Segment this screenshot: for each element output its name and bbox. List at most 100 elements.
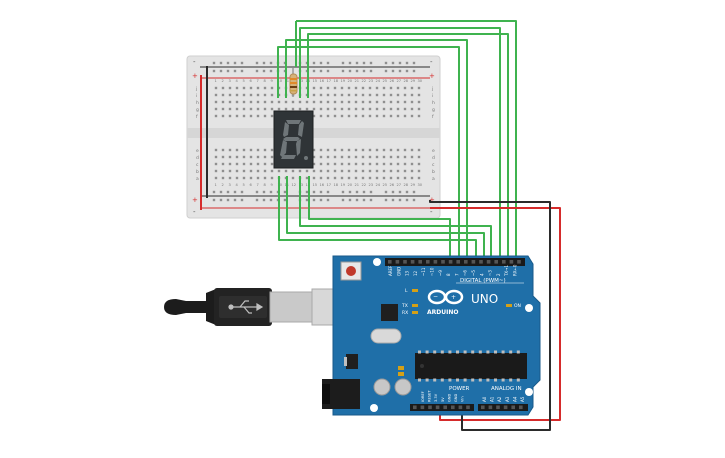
breadboard-hole[interactable] <box>361 169 365 173</box>
breadboard-hole[interactable] <box>340 162 344 166</box>
breadboard-hole[interactable] <box>368 155 372 159</box>
rail-hole[interactable] <box>355 61 359 65</box>
breadboard-hole[interactable] <box>382 93 386 97</box>
rail-hole[interactable] <box>262 69 266 73</box>
breadboard-hole[interactable] <box>326 155 330 159</box>
breadboard-hole[interactable] <box>417 155 421 159</box>
breadboard-hole[interactable] <box>382 155 386 159</box>
header-pin[interactable] <box>494 260 498 264</box>
breadboard-hole[interactable] <box>410 148 414 152</box>
breadboard-hole[interactable] <box>263 169 267 173</box>
breadboard-hole[interactable] <box>256 155 260 159</box>
breadboard-hole[interactable] <box>326 148 330 152</box>
header-pin[interactable] <box>456 260 460 264</box>
breadboard-hole[interactable] <box>389 86 393 90</box>
breadboard-hole[interactable] <box>228 148 232 152</box>
breadboard-hole[interactable] <box>368 169 372 173</box>
breadboard-hole[interactable] <box>221 176 225 180</box>
breadboard-hole[interactable] <box>326 107 330 111</box>
breadboard-hole[interactable] <box>270 86 274 90</box>
breadboard-hole[interactable] <box>319 162 323 166</box>
header-pin[interactable] <box>426 260 430 264</box>
wire-green-top-1[interactable] <box>277 46 460 262</box>
breadboard-hole[interactable] <box>249 107 253 111</box>
breadboard-hole[interactable] <box>319 114 323 118</box>
breadboard-hole[interactable] <box>361 100 365 104</box>
header-pin[interactable] <box>448 260 453 264</box>
breadboard-hole[interactable] <box>256 107 260 111</box>
breadboard-hole[interactable] <box>410 162 414 166</box>
rail-hole[interactable] <box>369 69 373 73</box>
header-pin[interactable] <box>496 405 500 410</box>
breadboard-hole[interactable] <box>256 169 260 173</box>
breadboard-hole[interactable] <box>361 114 365 118</box>
rail-hole[interactable] <box>391 190 395 194</box>
breadboard-hole[interactable] <box>333 114 337 118</box>
breadboard-hole[interactable] <box>284 100 288 104</box>
rail-hole[interactable] <box>326 190 330 194</box>
breadboard-hole[interactable] <box>403 86 407 90</box>
rail-hole[interactable] <box>319 69 323 73</box>
breadboard-hole[interactable] <box>263 155 267 159</box>
rail-hole[interactable] <box>348 61 352 65</box>
breadboard-hole[interactable] <box>305 176 309 180</box>
breadboard-hole[interactable] <box>368 86 372 90</box>
breadboard-hole[interactable] <box>312 176 316 180</box>
rail-hole[interactable] <box>283 190 287 194</box>
rail-hole[interactable] <box>240 69 244 73</box>
breadboard-hole[interactable] <box>305 107 309 111</box>
rail-hole[interactable] <box>212 61 216 65</box>
rail-hole[interactable] <box>233 61 237 65</box>
breadboard-hole[interactable] <box>389 100 393 104</box>
breadboard-hole[interactable] <box>242 155 246 159</box>
breadboard-hole[interactable] <box>235 93 239 97</box>
breadboard-hole[interactable] <box>368 114 372 118</box>
header-pin[interactable] <box>395 260 400 264</box>
rail-hole[interactable] <box>219 190 223 194</box>
breadboard-hole[interactable] <box>319 176 323 180</box>
breadboard-hole[interactable] <box>228 107 232 111</box>
breadboard-hole[interactable] <box>403 169 407 173</box>
breadboard-hole[interactable] <box>221 114 225 118</box>
breadboard-hole[interactable] <box>396 148 400 152</box>
breadboard-hole[interactable] <box>263 162 267 166</box>
breadboard-hole[interactable] <box>382 148 386 152</box>
breadboard-hole[interactable] <box>389 155 393 159</box>
rail-hole[interactable] <box>369 198 373 202</box>
rail-hole[interactable] <box>398 198 402 202</box>
breadboard-hole[interactable] <box>417 93 421 97</box>
breadboard-hole[interactable] <box>403 148 407 152</box>
breadboard-hole[interactable] <box>403 100 407 104</box>
rail-hole[interactable] <box>233 190 237 194</box>
breadboard-hole[interactable] <box>333 155 337 159</box>
breadboard-hole[interactable] <box>312 93 316 97</box>
header-pin[interactable] <box>428 405 432 410</box>
breadboard-hole[interactable] <box>340 86 344 90</box>
breadboard-hole[interactable] <box>361 148 365 152</box>
rail-hole[interactable] <box>212 69 216 73</box>
breadboard-hole[interactable] <box>319 155 323 159</box>
breadboard-hole[interactable] <box>403 114 407 118</box>
breadboard-hole[interactable] <box>270 93 274 97</box>
breadboard-hole[interactable] <box>417 176 421 180</box>
breadboard-hole[interactable] <box>291 100 295 104</box>
rail-hole[interactable] <box>305 198 309 202</box>
rail-hole[interactable] <box>384 61 388 65</box>
breadboard-hole[interactable] <box>221 107 225 111</box>
header-pin[interactable] <box>502 260 506 264</box>
header-pin[interactable] <box>511 405 515 410</box>
rail-hole[interactable] <box>384 69 388 73</box>
usb-cable[interactable] <box>164 288 335 326</box>
breadboard-hole[interactable] <box>319 169 323 173</box>
breadboard-hole[interactable] <box>340 107 344 111</box>
rail-hole[interactable] <box>341 198 345 202</box>
breadboard-hole[interactable] <box>347 176 351 180</box>
rail-hole[interactable] <box>362 61 366 65</box>
breadboard-hole[interactable] <box>403 162 407 166</box>
breadboard-hole[interactable] <box>242 169 246 173</box>
rail-hole[interactable] <box>226 61 230 65</box>
breadboard-hole[interactable] <box>389 93 393 97</box>
breadboard-hole[interactable] <box>235 107 239 111</box>
breadboard-hole[interactable] <box>354 176 358 180</box>
header-pin[interactable] <box>509 260 514 264</box>
